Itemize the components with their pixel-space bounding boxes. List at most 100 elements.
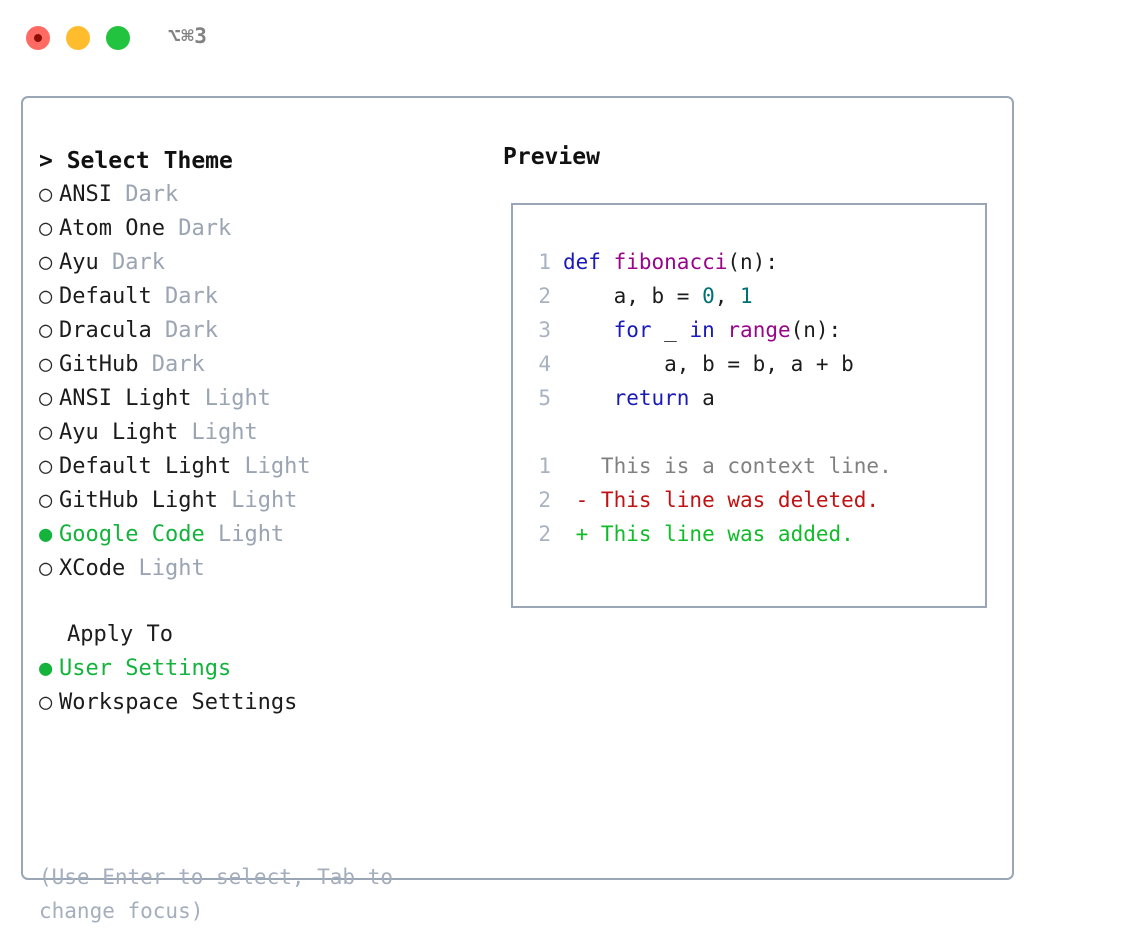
apply-to-list[interactable]: ●User Settings○Workspace Settings [39,652,479,720]
theme-variant-badge: Dark [112,250,165,275]
radio-unselected-icon[interactable]: ○ [39,690,53,715]
theme-list-item[interactable]: ○Atom One Dark [39,212,479,246]
theme-variant-badge: Dark [125,182,179,207]
radio-unselected-icon[interactable]: ○ [39,284,53,309]
code-token: range [727,318,791,342]
apply-to-header: Apply To [67,622,173,647]
radio-selected-icon[interactable]: ● [39,656,53,681]
theme-list-item[interactable]: ○ANSI Dark [39,178,479,212]
theme-variant-badge: Dark [178,216,232,241]
code-token [601,250,614,274]
code-line: 4 a, b = b, a + b [529,347,892,381]
theme-list-item[interactable]: ○Ayu Light Light [39,416,479,450]
title-bar: ⌥⌘3 [0,0,1140,78]
line-number: 2 [538,284,551,308]
close-window-button[interactable] [26,26,50,50]
theme-list-item[interactable]: ○Ayu Dark [39,246,479,280]
code-token: fibonacci [613,250,728,274]
code-token: (n): [790,318,842,342]
code-line: 5 return a [529,381,892,415]
code-token: a, b = [563,284,703,308]
theme-name-label: Default [59,284,152,309]
content-panel: > Select Theme ○ANSI Dark○Atom One Dark○… [21,96,1014,923]
theme-variant-badge: Dark [164,318,218,343]
radio-selected-icon[interactable]: ● [39,522,53,547]
code-token [715,318,728,342]
theme-name-label: Ayu [59,250,99,275]
code-token: 0 [702,284,715,308]
code-token: a [689,386,715,410]
radio-unselected-icon[interactable]: ○ [39,250,53,275]
radio-unselected-icon[interactable]: ○ [39,352,53,377]
line-number: 1 [538,250,551,274]
theme-variant-badge: Light [244,454,311,479]
theme-list-item[interactable]: ●Google Code Light [39,518,479,552]
theme-name-label: Atom One [59,216,165,241]
minimize-window-button[interactable] [66,26,90,50]
diff-line: 1 This is a context line. [529,449,892,483]
apply-to-item[interactable]: ●User Settings [39,652,479,686]
line-number: 2 [538,522,551,546]
line-number: 3 [538,318,551,342]
theme-list-item[interactable]: ○GitHub Dark [39,348,479,382]
diff-line: 2 - This line was deleted. [529,483,892,517]
theme-variant-badge: Light [231,488,298,513]
radio-unselected-icon[interactable]: ○ [39,454,53,479]
code-token: , [714,284,741,308]
theme-name-label: Google Code [59,522,205,547]
theme-name-label: ANSI [59,182,112,207]
theme-name-label: GitHub Light [59,488,218,513]
theme-list-item[interactable]: ○XCode Light [39,552,479,586]
theme-list-item[interactable]: ○Dracula Dark [39,314,479,348]
theme-list-item[interactable]: ○ANSI Light Light [39,382,479,416]
theme-list-item[interactable]: ○Default Light Light [39,450,479,484]
theme-name-label: Dracula [59,318,152,343]
diff-line-text: This is a context line. [563,454,892,478]
preview-title: Preview [503,144,600,170]
theme-name-label: Default Light [59,454,232,479]
code-token: def [563,250,601,274]
select-theme-header: > Select Theme [39,148,233,174]
code-token [563,386,614,410]
line-number: 2 [538,488,551,512]
code-token: return [613,386,690,410]
line-number: 1 [538,454,551,478]
code-token [563,318,614,342]
theme-list-item[interactable]: ○Default Dark [39,280,479,314]
apply-to-label: User Settings [59,656,232,681]
maximize-window-button[interactable] [106,26,130,50]
radio-unselected-icon[interactable]: ○ [39,488,53,513]
radio-unselected-icon[interactable]: ○ [39,182,53,207]
theme-name-label: ANSI Light [59,386,192,411]
code-spacer [529,415,892,449]
theme-name-label: GitHub [59,352,139,377]
code-token: a, b = b, a + b [563,352,854,376]
line-number: 5 [538,386,551,410]
diff-line-text: + This line was added. [563,522,854,546]
theme-variant-badge: Light [191,420,258,445]
keyboard-shortcut-label: ⌥⌘3 [168,24,208,48]
apply-to-label: Workspace Settings [59,690,298,715]
apply-to-section: Apply To ●User Settings○Workspace Settin… [39,618,479,720]
code-line: 2 a, b = 0, 1 [529,279,892,313]
diff-line: 2 + This line was added. [529,517,892,551]
radio-unselected-icon[interactable]: ○ [39,420,53,445]
radio-unselected-icon[interactable]: ○ [39,318,53,343]
radio-unselected-icon[interactable]: ○ [39,216,53,241]
theme-variant-badge: Light [217,522,285,547]
radio-unselected-icon[interactable]: ○ [39,386,53,411]
theme-list[interactable]: ○ANSI Dark○Atom One Dark○Ayu Dark○Defaul… [39,178,479,586]
radio-unselected-icon[interactable]: ○ [39,556,53,581]
theme-list-item[interactable]: ○GitHub Light Light [39,484,479,518]
diff-line-text: - This line was deleted. [563,488,880,512]
code-line: 3 for _ in range(n): [529,313,892,347]
code-token: for [613,318,652,342]
code-token: 1 [740,284,753,308]
apply-to-item[interactable]: ○Workspace Settings [39,686,479,720]
theme-variant-badge: Dark [151,352,205,377]
code-token: in [689,318,715,342]
